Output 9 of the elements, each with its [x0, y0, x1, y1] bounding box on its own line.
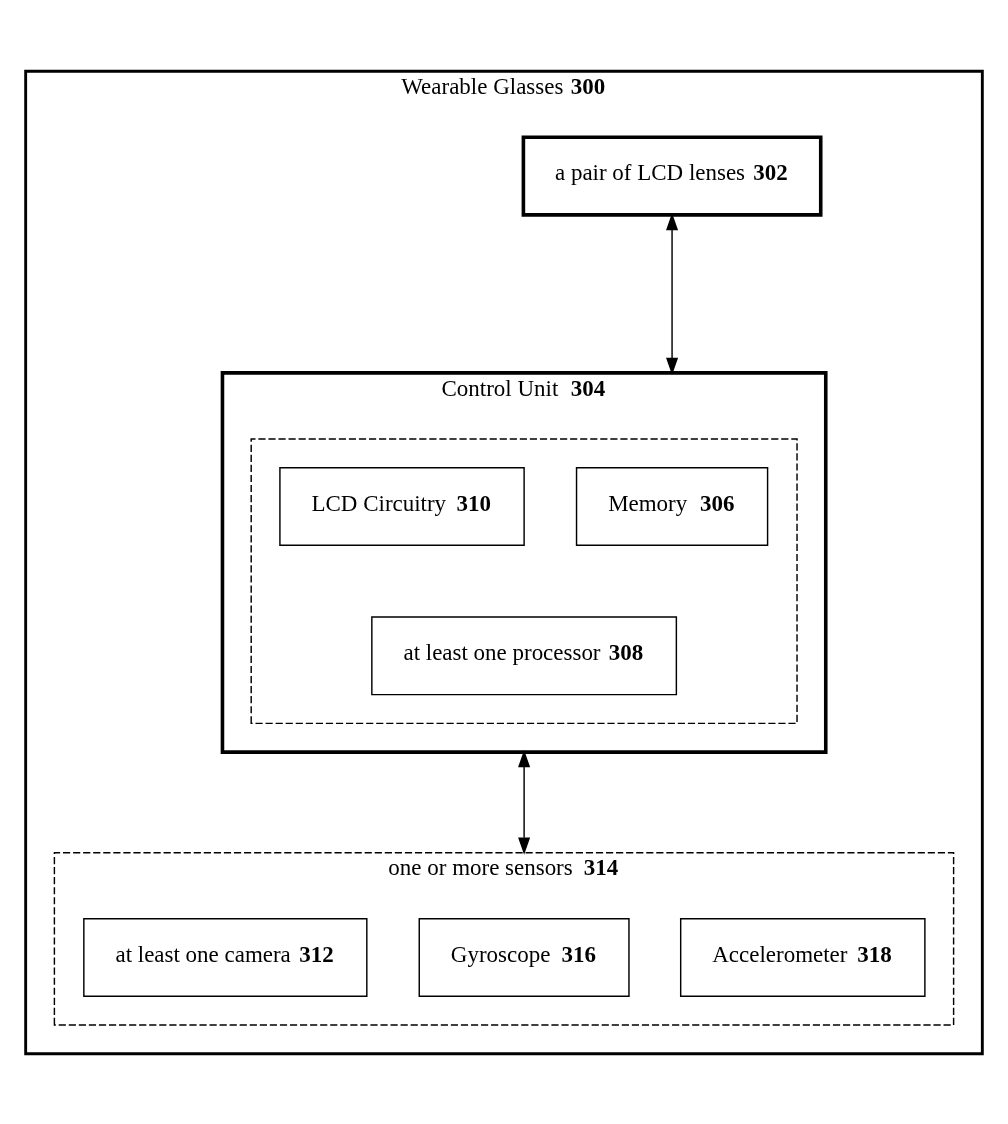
arrow [518, 749, 531, 855]
node-box: Gyroscope 316 [418, 917, 630, 997]
node-box: a pair of LCD lenses 302 [521, 135, 823, 217]
node-box: LCD Circuitry 310 [279, 466, 525, 546]
node-box: at least one camera 312 [83, 917, 368, 997]
node-box: Accelerometer 318 [679, 917, 926, 997]
node-box: at least one processor 308 [371, 615, 678, 695]
node-box: Memory 306 [575, 466, 769, 546]
cluster [250, 437, 798, 724]
